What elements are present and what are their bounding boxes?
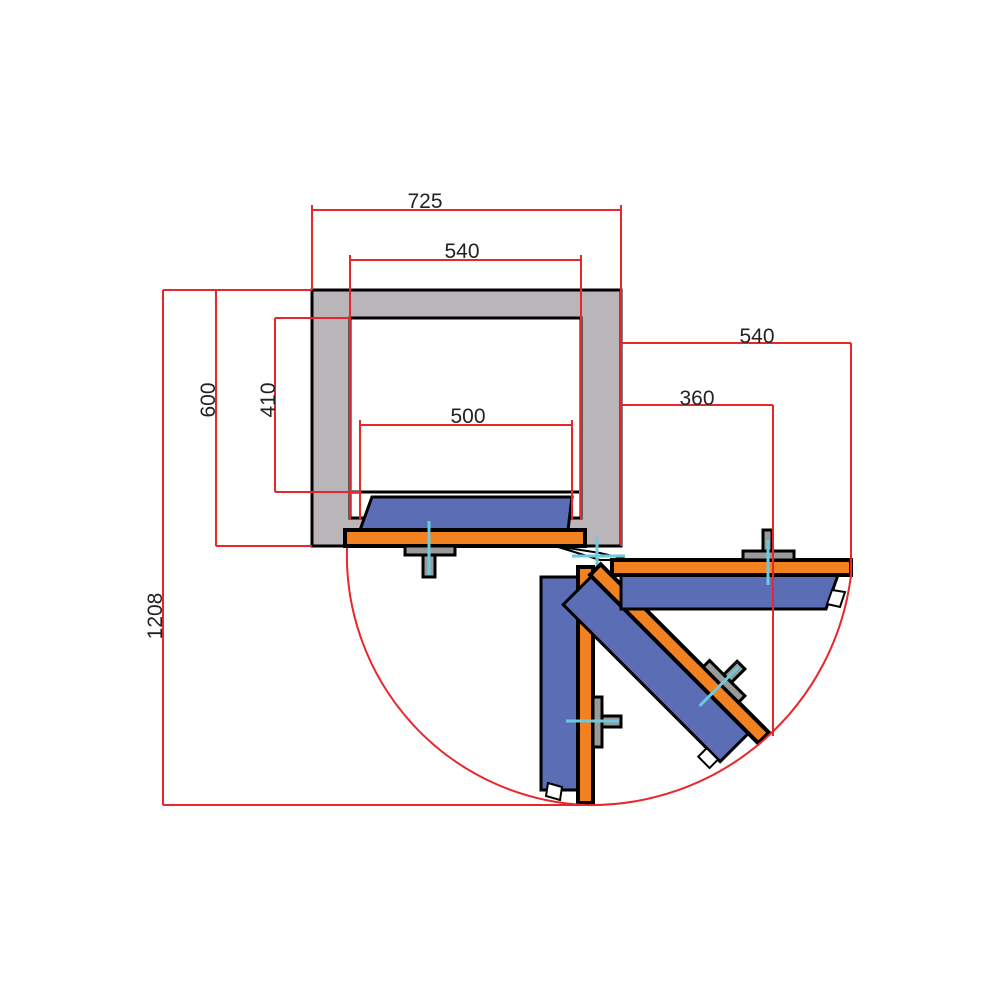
closed-door-tray: [357, 495, 574, 532]
dim-cabinet-width: 725: [407, 190, 442, 213]
door-180-foot: [825, 588, 847, 609]
door-180-tray: [619, 573, 841, 611]
door-135-axis-marker: [698, 665, 740, 707]
dim-inner-width: 540: [444, 240, 479, 263]
dim-tray-width: 500: [450, 405, 485, 428]
door-180-panel: [610, 558, 853, 577]
dim-door-swing-width: 540: [739, 325, 774, 348]
door-open-180: [610, 528, 853, 611]
door-90-foot: [544, 781, 564, 802]
dim-total-depth: 1208: [144, 593, 167, 640]
dim-inner-depth: 410: [257, 382, 280, 417]
closed-door-panel: [343, 528, 587, 548]
door-135-foot: [696, 746, 720, 770]
cabinet-opening: [348, 316, 583, 520]
dim-door-handle-offset: 360: [679, 387, 714, 410]
dim-cabinet-depth: 600: [197, 382, 220, 417]
dimension-lines: [162, 205, 852, 806]
